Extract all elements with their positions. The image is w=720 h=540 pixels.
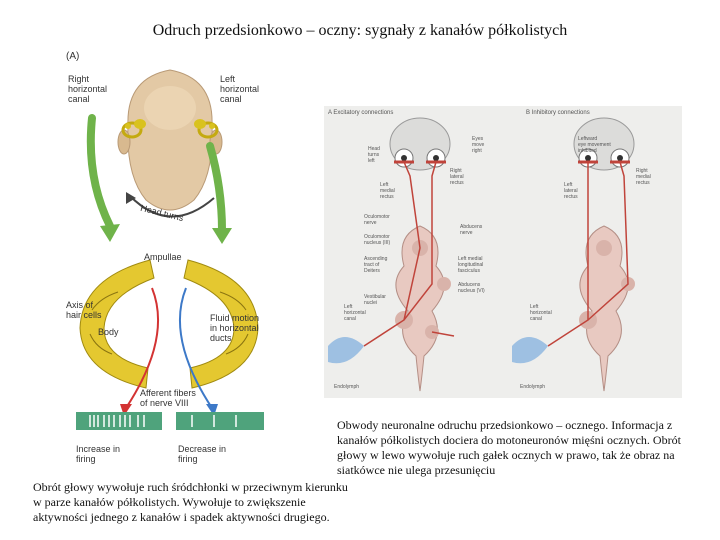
right-canal-label: Right horizontal canal <box>68 74 107 104</box>
label-right-medial: Right medial rectus <box>636 168 651 186</box>
label-left-canal-b: Left horizontal canal <box>530 304 552 322</box>
left-canal-label: Left horizontal canal <box>220 74 259 104</box>
canal-left-b <box>512 337 548 363</box>
label-ascending-tract: Ascending tract of Deiters <box>364 256 387 274</box>
header-inhibitory: B Inhibitory connections <box>526 110 590 116</box>
inhibitory-circuit <box>512 118 635 391</box>
slide-title: Odruch przedsionkowo – oczny: sygnały z … <box>0 22 720 40</box>
head-shading <box>144 86 196 130</box>
figure-panel-circuits: A Excitatory connections Head turns left… <box>324 106 682 398</box>
green-arrow-right <box>210 146 222 230</box>
caption-circuits: Obwody neuronalne odruchu przedsionkowo … <box>337 418 687 478</box>
ampullae-label: Ampullae <box>144 252 182 262</box>
label-oculomotor-nerve: Oculomotor nerve <box>364 214 390 226</box>
figure-panel-a: (A) Right horizontal canal Left horizont… <box>62 48 277 470</box>
label-left-medial: Left medial rectus <box>380 182 395 200</box>
excitatory-circuit <box>328 118 454 391</box>
increase-strip <box>76 412 162 430</box>
decrease-label: Decrease in firing <box>178 444 226 464</box>
left-duct <box>80 260 154 388</box>
label-head-turns: Head turns left <box>368 146 380 164</box>
label-eyes-move: Eyes move right <box>472 136 484 154</box>
header-excitatory: A Excitatory connections <box>328 110 393 116</box>
green-arrow-left <box>91 118 110 226</box>
panel-a-letter: (A) <box>66 52 79 62</box>
decrease-strip <box>176 412 264 430</box>
body-label: Body <box>98 327 119 337</box>
label-right-lateral: Right lateral rectus <box>450 168 464 186</box>
afferent-label: Afferent fibers of nerve VIII <box>140 388 196 408</box>
fluid-label: Fluid motion in horizontal ducts <box>210 313 259 343</box>
label-endolymph-b: Endolymph <box>520 384 545 390</box>
label-endolymph-a: Endolymph <box>334 384 359 390</box>
label-left-canal-a: Left horizontal canal <box>344 304 366 322</box>
axis-label: Axis of hair cells <box>66 300 102 320</box>
label-vestibular-nuclei: Vestibular nuclei <box>364 294 386 306</box>
label-oculomotor-nucleus: Oculomotor nucleus (III) <box>364 234 390 246</box>
caption-canals: Obrót głowy wywołuje ruch śródchłonki w … <box>33 480 348 525</box>
increase-label: Increase in firing <box>76 444 120 464</box>
label-left-lateral: Left lateral rectus <box>564 182 578 200</box>
label-abducens-nerve: Abducens nerve <box>460 224 482 236</box>
canal-left-a <box>328 337 364 363</box>
label-mlf: Left medial longitudinal fasciculus <box>458 256 483 274</box>
label-abducens-nucleus: Abducens nucleus (VI) <box>458 282 485 294</box>
label-leftward-inhibited: Leftward eye movement inhibited <box>578 136 611 154</box>
